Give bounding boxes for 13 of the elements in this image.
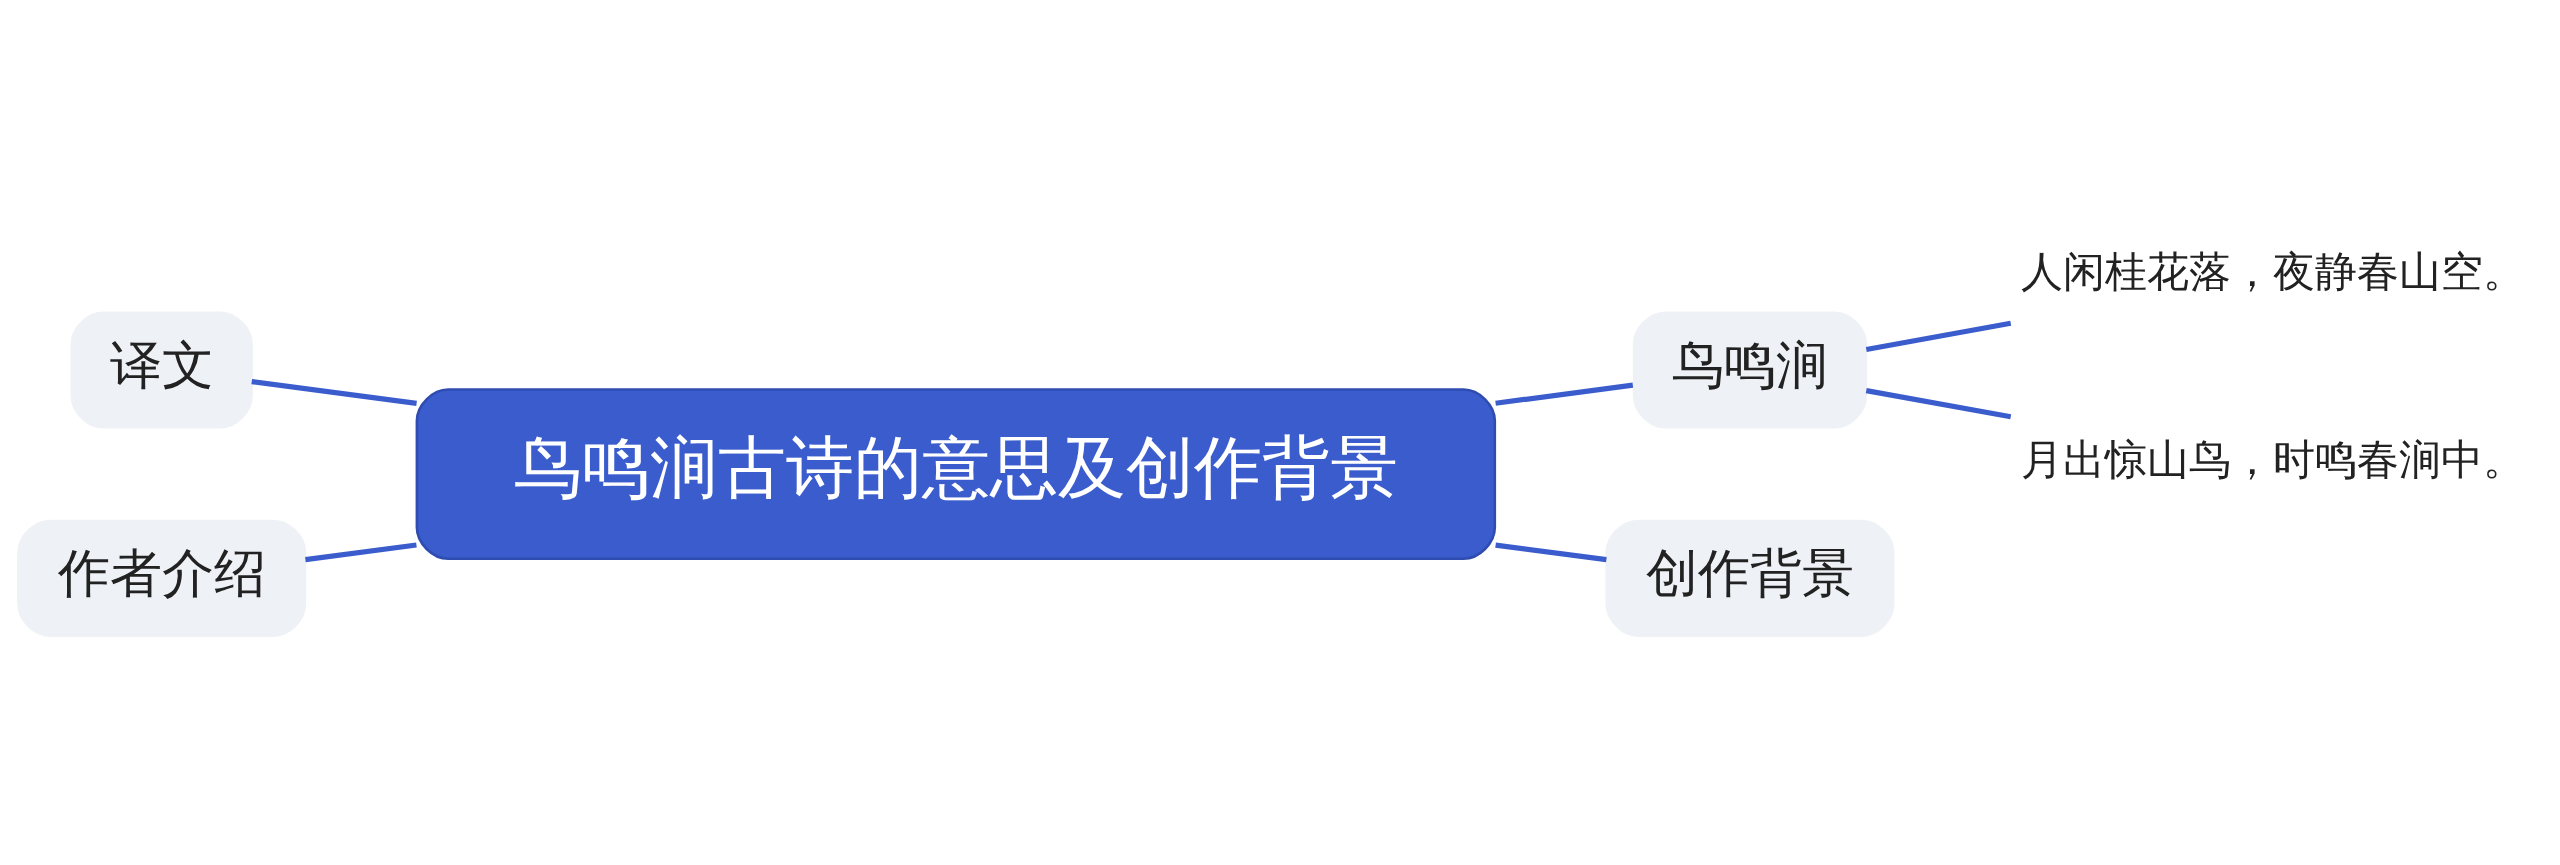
connector [251,378,417,406]
node-box: 作者介绍 [17,519,307,637]
node-text: 人闲桂花落，夜静春山空。 [2021,247,2526,297]
connector [1495,382,1634,406]
connector [305,542,417,563]
node-box: 创作背景 [1605,519,1895,637]
connector [1865,320,2012,352]
node-box: 鸟鸣涧 [1632,311,1868,429]
connector [1495,542,1607,563]
connector [1865,388,2012,420]
node-box: 鸟鸣涧古诗的意思及创作背景 [415,388,1497,561]
node-box: 译文 [70,311,253,429]
node-text: 月出惊山鸟，时鸣春涧中。 [2021,434,2526,484]
